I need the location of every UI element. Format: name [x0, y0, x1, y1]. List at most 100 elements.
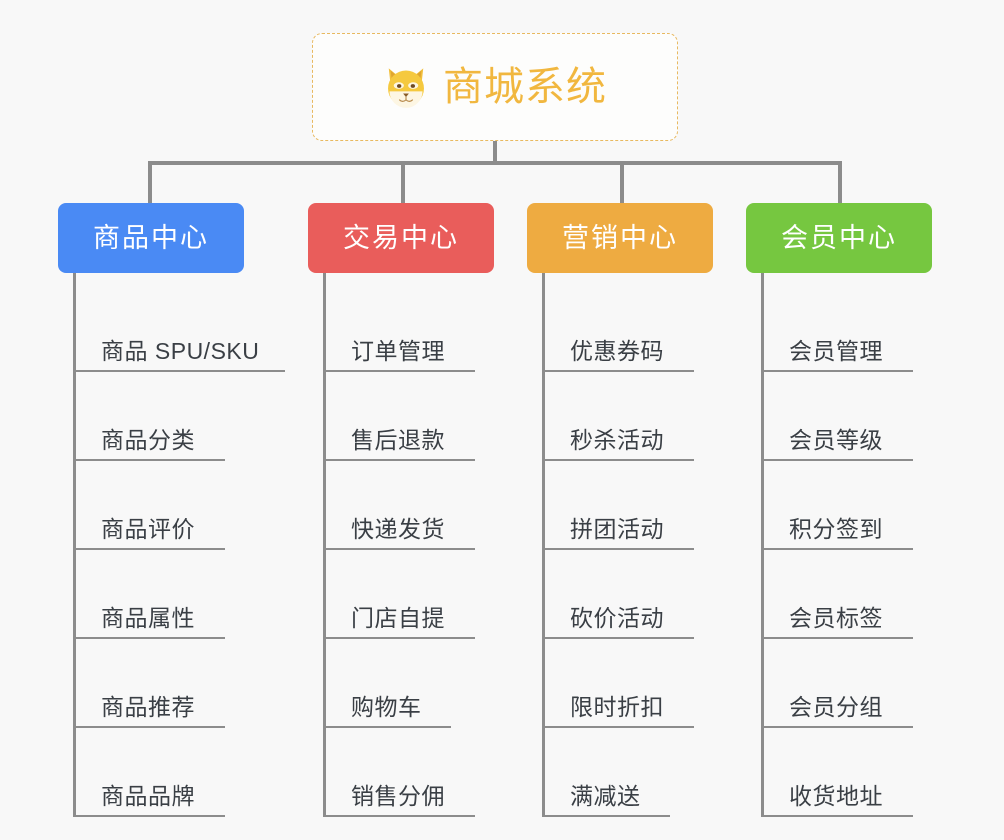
leaf-item[interactable]: 积分签到 — [761, 465, 932, 554]
leaf-underline — [73, 726, 225, 728]
leaf-underline — [761, 637, 913, 639]
leaf-label: 会员分组 — [789, 693, 883, 720]
leaf-item[interactable]: 商品推荐 — [73, 643, 244, 732]
leaf-label: 商品评价 — [101, 515, 195, 542]
leaf-underline — [542, 459, 694, 461]
leaf-underline — [323, 726, 451, 728]
connector-root-stem — [493, 141, 497, 163]
leaf-underline — [761, 815, 913, 817]
leaf-label: 会员管理 — [789, 337, 883, 364]
leaf-item[interactable]: 满减送 — [542, 732, 713, 821]
leaf-label: 秒杀活动 — [570, 426, 664, 453]
leaf-underline — [542, 370, 694, 372]
leaf-item[interactable]: 商品品牌 — [73, 732, 244, 821]
category-header-3[interactable]: 营销中心 — [527, 203, 713, 273]
leaf-spine-1 — [73, 273, 76, 817]
leaf-label: 销售分佣 — [351, 782, 445, 809]
leaf-underline — [323, 637, 475, 639]
leaf-label: 售后退款 — [351, 426, 445, 453]
leaf-item[interactable]: 会员管理 — [761, 287, 932, 376]
leaf-label: 快递发货 — [351, 515, 445, 542]
leaf-label: 会员等级 — [789, 426, 883, 453]
root-title: 商城系统 — [443, 65, 607, 109]
leaf-label: 商品 SPU/SKU — [101, 337, 260, 364]
leaf-item[interactable]: 会员等级 — [761, 376, 932, 465]
leaf-spine-2 — [323, 273, 326, 817]
leaf-label: 门店自提 — [351, 604, 445, 631]
leaf-list-2: 订单管理 售后退款 快递发货 门店自提 购物车 销售分佣 — [308, 273, 494, 821]
leaf-label: 购物车 — [351, 693, 422, 720]
connector-drop-3 — [620, 161, 624, 205]
category-header-1[interactable]: 商品中心 — [58, 203, 244, 273]
leaf-label: 拼团活动 — [570, 515, 664, 542]
leaf-item[interactable]: 门店自提 — [323, 554, 494, 643]
leaf-label: 商品品牌 — [101, 782, 195, 809]
leaf-item[interactable]: 商品评价 — [73, 465, 244, 554]
leaf-list-1: 商品 SPU/SKU 商品分类 商品评价 商品属性 商品推荐 商品品牌 — [58, 273, 285, 821]
leaf-item[interactable]: 会员分组 — [761, 643, 932, 732]
leaf-item[interactable]: 砍价活动 — [542, 554, 713, 643]
leaf-label: 会员标签 — [789, 604, 883, 631]
leaf-item[interactable]: 快递发货 — [323, 465, 494, 554]
leaf-spine-4 — [761, 273, 764, 817]
leaf-list-4: 会员管理 会员等级 积分签到 会员标签 会员分组 收货地址 — [746, 273, 932, 821]
leaf-item[interactable]: 订单管理 — [323, 287, 494, 376]
leaf-item[interactable]: 拼团活动 — [542, 465, 713, 554]
leaf-spine-3 — [542, 273, 545, 817]
leaf-item[interactable]: 优惠券码 — [542, 287, 713, 376]
leaf-underline — [761, 548, 913, 550]
leaf-label: 订单管理 — [351, 337, 445, 364]
leaf-label: 商品推荐 — [101, 693, 195, 720]
leaf-item[interactable]: 收货地址 — [761, 732, 932, 821]
leaf-label: 限时折扣 — [570, 693, 664, 720]
leaf-label: 满减送 — [570, 782, 641, 809]
leaf-item[interactable]: 销售分佣 — [323, 732, 494, 821]
connector-drop-1 — [148, 161, 152, 205]
leaf-underline — [761, 459, 913, 461]
shiba-dog-face-icon — [383, 64, 429, 110]
leaf-label: 积分签到 — [789, 515, 883, 542]
leaf-underline — [542, 726, 694, 728]
leaf-item[interactable]: 商品分类 — [73, 376, 244, 465]
leaf-underline — [73, 459, 225, 461]
leaf-item[interactable]: 商品 SPU/SKU — [73, 287, 285, 376]
category-header-2[interactable]: 交易中心 — [308, 203, 494, 273]
leaf-item[interactable]: 秒杀活动 — [542, 376, 713, 465]
leaf-underline — [323, 459, 475, 461]
leaf-underline — [542, 815, 670, 817]
category-label-3: 营销中心 — [562, 222, 678, 253]
leaf-underline — [542, 637, 694, 639]
leaf-item[interactable]: 售后退款 — [323, 376, 494, 465]
connector-drop-4 — [838, 161, 842, 205]
category-label-4: 会员中心 — [781, 222, 897, 253]
root-node[interactable]: 商城系统 — [312, 33, 678, 141]
leaf-label: 收货地址 — [789, 782, 883, 809]
leaf-item[interactable]: 商品属性 — [73, 554, 244, 643]
connector-bus — [150, 161, 840, 165]
leaf-underline — [323, 370, 475, 372]
leaf-label: 商品分类 — [101, 426, 195, 453]
branch-column-2: 交易中心 订单管理 售后退款 快递发货 门店自提 购物车 — [308, 203, 494, 821]
branch-column-4: 会员中心 会员管理 会员等级 积分签到 会员标签 会员分组 — [746, 203, 932, 821]
leaf-label: 砍价活动 — [570, 604, 664, 631]
leaf-underline — [323, 815, 475, 817]
leaf-item[interactable]: 购物车 — [323, 643, 494, 732]
category-label-2: 交易中心 — [343, 222, 459, 253]
leaf-underline — [73, 548, 225, 550]
leaf-underline — [73, 637, 225, 639]
branch-column-3: 营销中心 优惠券码 秒杀活动 拼团活动 砍价活动 限时折扣 — [527, 203, 713, 821]
leaf-list-3: 优惠券码 秒杀活动 拼团活动 砍价活动 限时折扣 满减送 — [527, 273, 713, 821]
leaf-underline — [761, 726, 913, 728]
leaf-underline — [542, 548, 694, 550]
leaf-underline — [323, 548, 475, 550]
leaf-item[interactable]: 会员标签 — [761, 554, 932, 643]
leaf-item[interactable]: 限时折扣 — [542, 643, 713, 732]
leaf-label: 商品属性 — [101, 604, 195, 631]
leaf-label: 优惠券码 — [570, 337, 664, 364]
leaf-underline — [73, 815, 225, 817]
connector-drop-2 — [401, 161, 405, 205]
category-header-4[interactable]: 会员中心 — [746, 203, 932, 273]
category-label-1: 商品中心 — [93, 222, 209, 253]
branch-column-1: 商品中心 商品 SPU/SKU 商品分类 商品评价 商品属性 商品推荐 — [58, 203, 285, 821]
